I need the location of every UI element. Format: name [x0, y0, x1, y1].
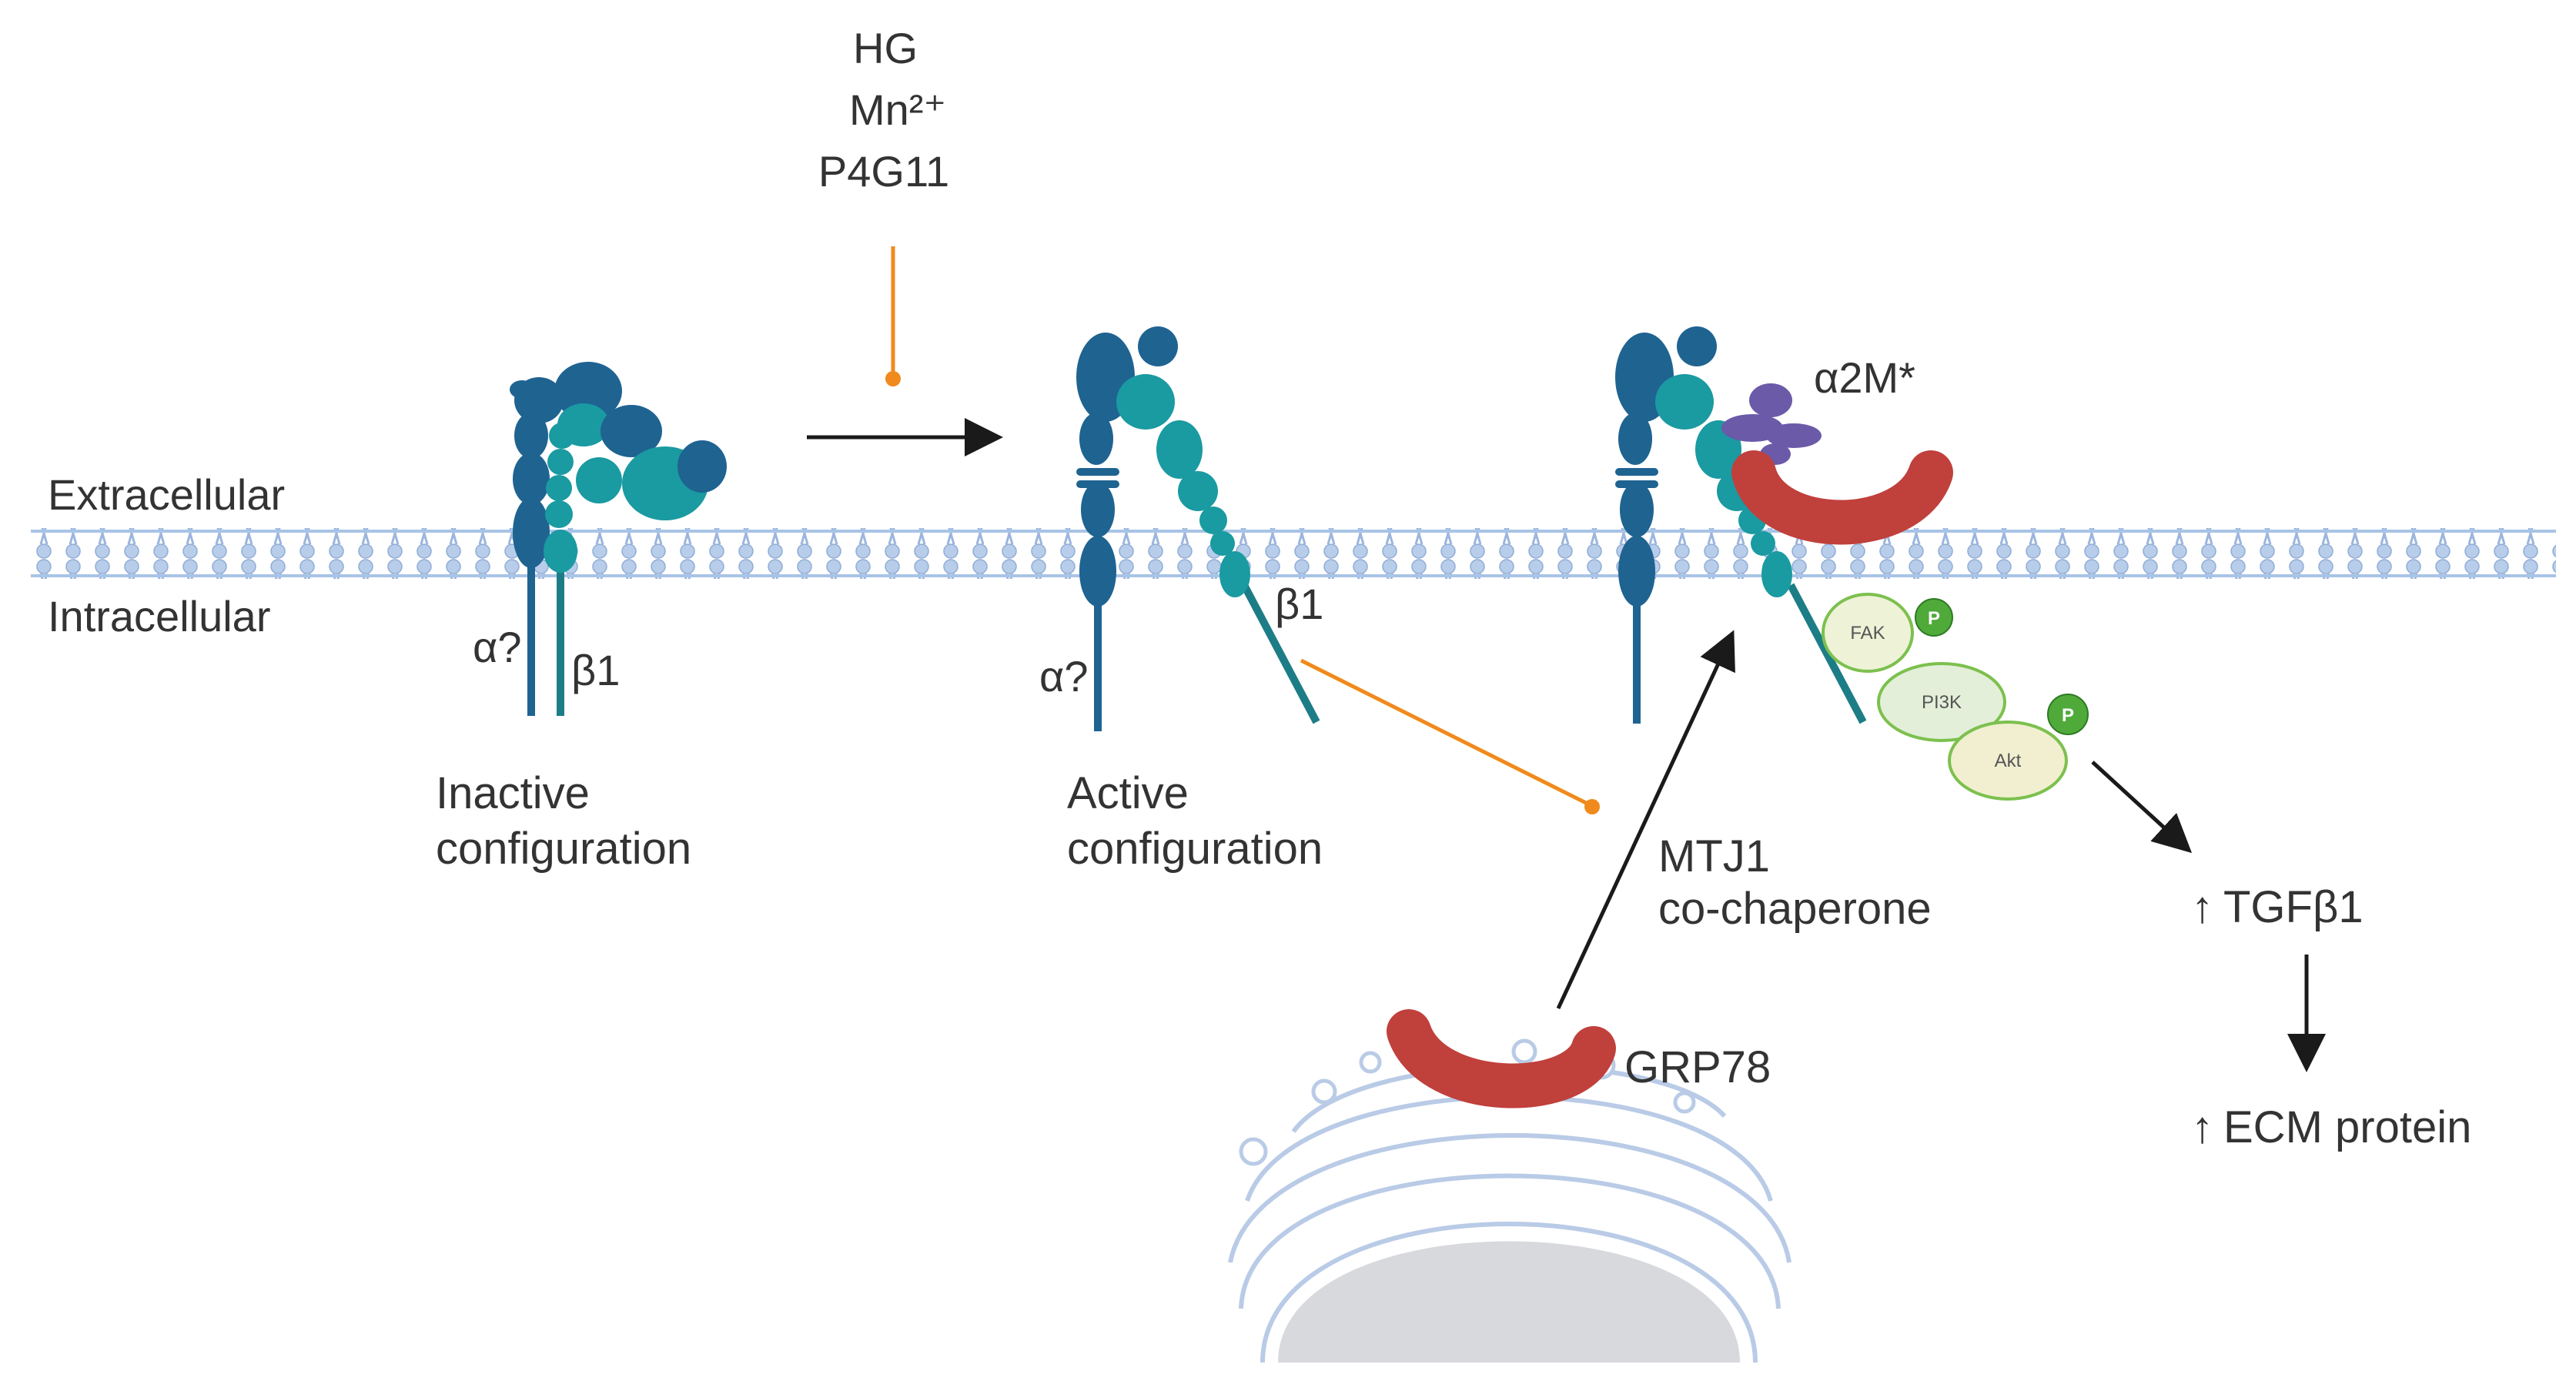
akt-phospho-icon: [2047, 694, 2089, 735]
stimuli-labels: HG Mn²⁺ P4G11: [818, 24, 949, 196]
active-caption-line2: configuration: [1067, 824, 1323, 874]
grp78-translocation-arrow: [1556, 630, 1735, 1010]
akt-to-tgf-arrow: [2091, 761, 2193, 854]
alpha2m-label: α2M*: [1814, 353, 1915, 402]
inactive-caption-line1: Inactive: [436, 768, 590, 818]
akt-label: Akt: [1995, 751, 2022, 771]
nucleus: [1278, 1241, 1740, 1363]
active-beta-label: β1: [1275, 580, 1323, 628]
stimulus-hg: HG: [853, 24, 918, 72]
inactive-alpha-label: α?: [473, 623, 522, 671]
mtj1-label-line1: MTJ1: [1658, 831, 1770, 881]
intracellular-label: Intracellular: [48, 592, 270, 640]
signaling-cascade: FAK P PI3K Akt P: [1822, 593, 2089, 801]
fak-node: [1822, 593, 1914, 673]
stimulus-mn: Mn²⁺: [849, 85, 946, 134]
tgf-up-arrow: ↑: [2191, 882, 2213, 932]
pi3k-node: [1877, 662, 2006, 742]
extracellular-label: Extracellular: [48, 470, 285, 519]
grp78-surface: [1731, 450, 1953, 545]
stimulus-p4g11: P4G11: [818, 147, 949, 196]
alpha2m-ligand: [1721, 383, 1822, 465]
mtj1-label-line2: co-chaperone: [1658, 884, 1932, 934]
inactive-integrin: [510, 362, 727, 716]
fak-label: FAK: [1850, 623, 1885, 644]
svg-text:P: P: [1928, 608, 1940, 629]
fak-phospho-icon: [1915, 598, 1953, 637]
pi3k-label: PI3K: [1922, 692, 1962, 713]
active-caption-line1: Active: [1067, 768, 1189, 818]
tgf-label: TGFβ1: [2223, 882, 2364, 932]
outputs: ↑ TGFβ1 ↑ ECM protein: [2191, 882, 2471, 1152]
inactive-beta-label: β1: [571, 646, 620, 694]
inactive-caption-line2: configuration: [436, 824, 691, 874]
active-to-mtj1-inhibit-line: [1300, 658, 1600, 814]
grp78-er: [1387, 1009, 1616, 1108]
cell-membrane: [31, 528, 2556, 579]
svg-text:P: P: [2062, 705, 2074, 726]
akt-node: [1948, 721, 2068, 801]
grp78-label: GRP78: [1624, 1042, 1771, 1092]
active-integrin: [1076, 326, 1320, 731]
ecm-up-arrow: ↑: [2191, 1102, 2213, 1152]
stimulus-inhibit-line: [885, 246, 901, 386]
ecm-label: ECM protein: [2223, 1102, 2471, 1152]
active-alpha-label: α?: [1039, 652, 1089, 701]
